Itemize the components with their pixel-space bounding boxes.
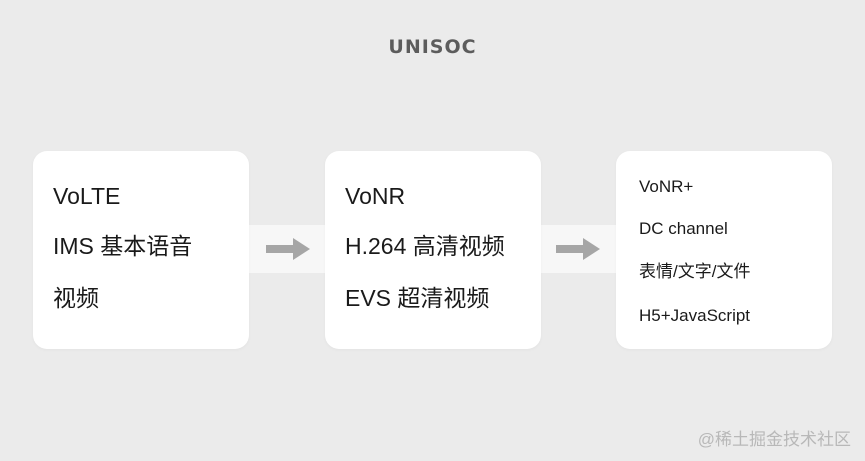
watermark: @稀土掘金技术社区 [697,430,851,449]
stage-feature: H.264 高清视频 [345,233,505,259]
stage-feature: 视频 [53,285,99,311]
right-arrow-icon [556,238,600,260]
stage-title: VoNR+ [639,177,694,196]
stage-feature: 表情/文字/文件 [639,262,751,281]
stage-feature: EVS 超清视频 [345,285,490,311]
stage-card-vonr-plus: VoNR+ DC channel 表情/文字/文件 H5+JavaScript [616,151,832,349]
stage-card-vonr: VoNR H.264 高清视频 EVS 超清视频 [325,151,541,349]
right-arrow-icon [266,238,310,260]
unisoc-logo: UNISOC [388,36,477,58]
stage-feature: DC channel [639,219,728,238]
stage-title: VoNR [345,183,406,209]
stage-feature: H5+JavaScript [639,306,751,325]
stage-title: VoLTE [53,183,121,209]
stage-feature: IMS 基本语音 [53,233,193,259]
stage-card-volte: VoLTE IMS 基本语音 视频 [33,151,249,349]
